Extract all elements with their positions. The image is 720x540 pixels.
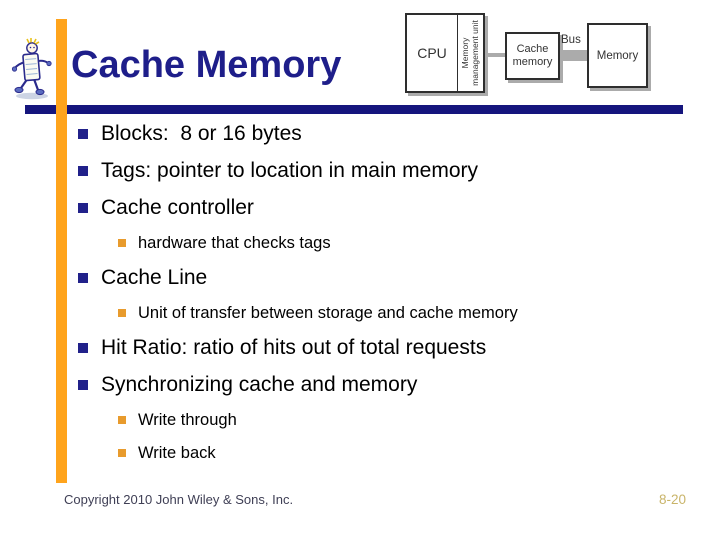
bullet-text: hardware that checks tags [138,233,331,252]
bullet-square-navy-icon [78,272,88,283]
bullet-square-orange-icon [118,309,126,317]
bus-connector [560,50,587,61]
bullet-item: Cache Line [78,266,706,289]
bullet-text: Unit of transfer between storage and cac… [138,303,518,322]
cpu-label: CPU [417,45,447,61]
cache-memory-box: Cache memory [505,32,560,80]
bullet-text: Tags: pointer to location in main memory [101,158,479,182]
bullet-text: Synchronizing cache and memory [101,372,418,396]
sub-bullet-item: hardware that checks tags [118,233,706,253]
bullet-text: Write back [138,443,216,462]
cpu-box: CPU Memory management unit [405,13,485,93]
bullet-square-navy-icon [78,128,88,139]
bullet-square-orange-icon [118,449,126,457]
bullet-text: Hit Ratio: ratio of hits out of total re… [101,335,487,359]
bullet-item: Cache controller [78,196,706,219]
left-accent-bar [56,19,67,483]
page-number: 8-20 [658,492,686,507]
bullet-item: Tags: pointer to location in main memory [78,159,706,182]
bullet-item: Hit Ratio: ratio of hits out of total re… [78,336,706,359]
sub-bullet-item: Write through [118,410,706,430]
robot-mascot-icon [11,38,52,100]
bullet-square-orange-icon [118,416,126,424]
title-underline-rule [25,105,683,114]
mmu-column: Memory management unit [457,15,483,91]
slide-title: Cache Memory [71,44,342,86]
bullet-item: Synchronizing cache and memory [78,373,706,396]
cpu-cache-connector [485,53,505,57]
sub-bullet-item: Unit of transfer between storage and cac… [118,303,706,323]
bus-label: Bus [561,34,581,46]
mmu-label: Memory management unit [459,20,480,86]
bullet-square-navy-icon [78,165,88,176]
bullet-text: Blocks: 8 or 16 bytes [101,121,302,145]
memory-box: Memory [587,23,648,88]
copyright-text: Copyright 2010 John Wiley & Sons, Inc. [64,492,294,507]
cache-architecture-diagram: CPU Memory management unit Cache memory … [0,0,720,120]
bullet-text: Cache Line [101,265,208,289]
bullet-square-navy-icon [78,202,88,213]
bullet-text: Cache controller [101,195,254,219]
bullet-square-navy-icon [78,379,88,390]
bullet-item: Blocks: 8 or 16 bytes [78,122,706,145]
bullet-square-orange-icon [118,239,126,247]
bullet-square-navy-icon [78,342,88,353]
bullet-text: Write through [138,410,237,429]
sub-bullet-item: Write back [118,443,706,463]
